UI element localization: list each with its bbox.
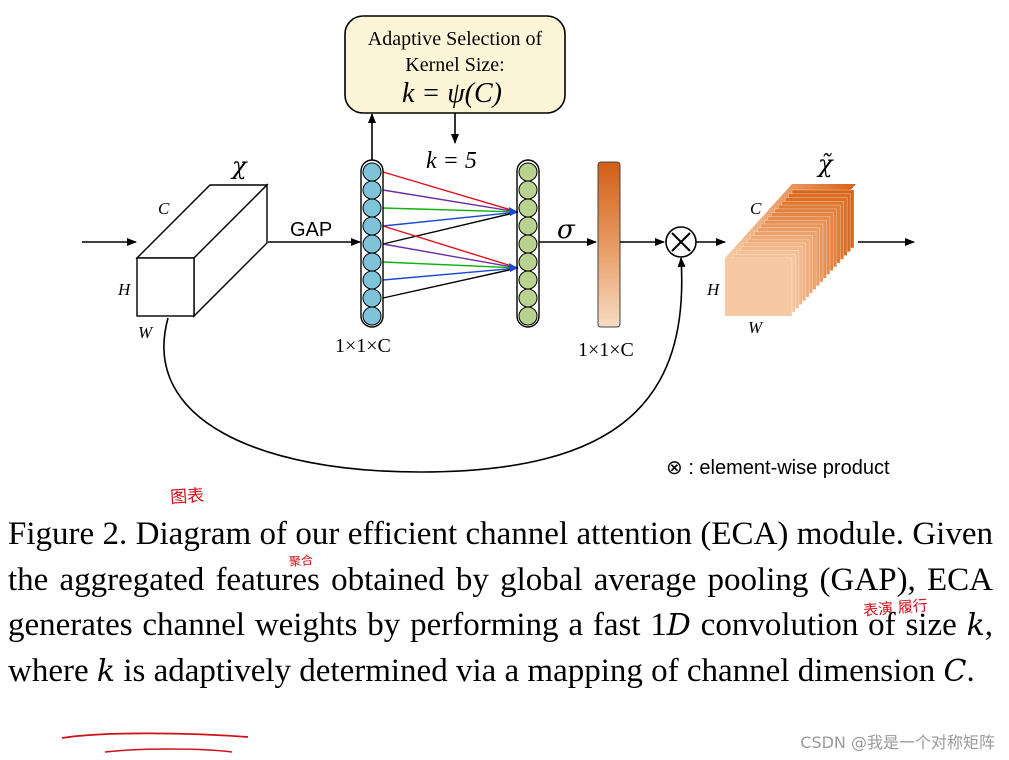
kernel-size-formula: k = ψ(C) — [402, 78, 502, 109]
channel-weights-bar — [597, 161, 621, 328]
caption-part5: . — [966, 652, 975, 689]
gap-label: GAP — [290, 219, 332, 241]
gap-vector — [360, 159, 384, 328]
output-dim-w: W — [748, 318, 764, 337]
conv-connections — [382, 171, 519, 299]
figure-caption: Figure 2. Diagram of our efficient chann… — [8, 512, 993, 694]
skip-connection — [163, 257, 686, 473]
caption-math-c: C — [943, 653, 967, 689]
selection-box-line2: Kernel Size: — [405, 54, 504, 76]
output-dim-c: C — [750, 199, 762, 218]
multiply-legend: ⊗ : element-wise product — [666, 457, 890, 479]
caption-math-k2: k — [96, 653, 116, 689]
k-label: k = 5 — [426, 148, 477, 174]
csdn-watermark: CSDN @我是一个对称矩阵 — [800, 733, 995, 752]
caption-math-k1: k — [966, 608, 985, 643]
weights-vector-label: 1×1×C — [578, 339, 634, 361]
input-chi-label: χ — [230, 152, 248, 180]
sigma-label: σ — [557, 215, 576, 245]
caption-part1: Figure 2. Diagram of our efficient chann… — [8, 516, 993, 643]
input-dim-c: C — [158, 199, 170, 218]
multiply-operator — [665, 226, 697, 258]
gap-vector-label: 1×1×C — [335, 335, 391, 357]
output-chi-label: χ̃ — [816, 150, 834, 178]
conv-output-vector — [516, 159, 540, 328]
caption-part2: convolution of size — [690, 607, 967, 643]
caption-math-d: D — [666, 608, 691, 643]
input-dim-w: W — [138, 323, 154, 342]
selection-box-line1: Adaptive Selection of — [368, 28, 543, 50]
eca-diagram: Adaptive Selection of Kernel Size: k = ψ… — [82, 15, 915, 473]
caption-part4: is adaptively determined via a mapping o… — [115, 652, 944, 689]
caption-part3: , where — [8, 607, 993, 689]
output-dim-h: H — [706, 280, 721, 299]
input-dim-h: H — [117, 280, 132, 299]
kernel-size-selection-box: Adaptive Selection of Kernel Size: k = ψ… — [344, 15, 566, 114]
input-feature-cube — [135, 183, 269, 318]
output-feature-cube — [725, 184, 856, 317]
